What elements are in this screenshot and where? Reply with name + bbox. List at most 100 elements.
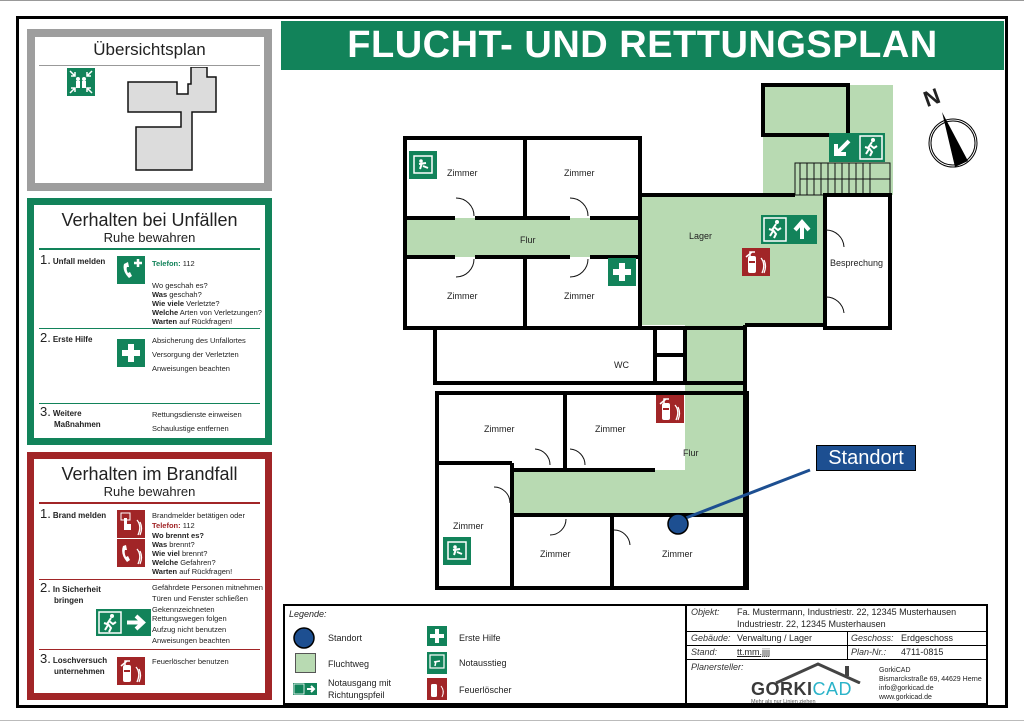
gorkicad-logo: GORKICAD	[751, 680, 852, 699]
question: Was geschah?	[152, 290, 202, 299]
room-label: Zimmer	[595, 424, 626, 434]
company-web: www.gorkicad.de	[879, 694, 932, 701]
question: Was brennt?	[152, 540, 195, 549]
phone-label: Telefon:	[152, 521, 181, 530]
standort-label: Standort	[816, 445, 916, 471]
step-label: Loschversuch	[52, 656, 108, 665]
emergency-exit-icon	[96, 609, 151, 636]
bottom-edge-line	[0, 720, 1024, 721]
date-row: Stand: tt.mm.jjjj Plan-Nr.: 4711-0815	[687, 646, 986, 660]
escape-route-legend-swatch	[295, 653, 316, 673]
accident-step-3: 3.Weitere	[40, 404, 82, 420]
step-label: Brand melden	[52, 511, 107, 520]
instruction: Brandmelder betätigen oder	[152, 511, 245, 520]
question: Wie viel brennt?	[152, 549, 207, 558]
floor-value: Erdgeschoss	[901, 633, 954, 643]
accident-rule-1	[39, 248, 260, 250]
question-text: Verletzte?	[184, 299, 220, 308]
room-label: Zimmer	[662, 549, 693, 559]
question-text: Wo geschah es?	[152, 281, 208, 290]
room-label: WC	[614, 360, 629, 370]
question: Wo geschah es?	[152, 281, 208, 290]
walls	[403, 83, 892, 590]
phone-label: Telefon:	[152, 259, 181, 268]
question-bold: Warten	[152, 317, 178, 326]
legend-item: Standort	[328, 633, 363, 643]
accident-panel: Verhalten bei Unfällen Ruhe bewahren 1.U…	[27, 198, 272, 445]
object-line-1: Fa. Mustermann, Industriestr. 22, 12345 …	[737, 607, 957, 617]
building-outline	[127, 67, 217, 171]
fire-rule-2	[39, 579, 260, 580]
logo-text-light: CAD	[812, 679, 853, 699]
step-label: Unfall melden	[52, 257, 106, 266]
phone-number: 112	[182, 521, 195, 530]
instruction: Aufzug nicht benutzen	[152, 625, 227, 634]
instruction: Gekennzeichneten	[152, 605, 215, 614]
question: Warten auf Rückfragen!	[152, 317, 232, 326]
fire-panel: Verhalten im Brandfall Ruhe bewahren 1.B…	[27, 452, 272, 700]
accident-step-1: 1.Unfall melden	[40, 252, 106, 268]
overview-title: Übersichtsplan	[93, 40, 206, 59]
building-row: Gebäude: Verwaltung / Lager Geschoss: Er…	[687, 632, 986, 660]
room-label: Zimmer	[564, 168, 595, 178]
fire-alarm-icon	[117, 510, 145, 567]
fire-extinguisher-icon	[656, 395, 684, 423]
accident-title: Verhalten bei Unfällen	[61, 210, 238, 230]
question: Wie viele Verletzte?	[152, 299, 220, 308]
top-edge-line	[0, 0, 1024, 1]
step-label: bringen	[54, 596, 84, 605]
fire-step-1: 1.Brand melden	[40, 507, 107, 522]
instruction: Rettungsdienste einweisen	[152, 410, 242, 419]
step-label: Weitere	[52, 409, 82, 418]
room-label: Zimmer	[453, 521, 484, 531]
step-number: 1.	[40, 252, 51, 267]
step-label: In Sicherheit	[52, 585, 101, 594]
fire-rule-1	[39, 502, 260, 504]
question-text: auf Rückfragen!	[177, 567, 233, 576]
assembly-point-icon	[67, 68, 95, 96]
emergency-window-icon	[443, 537, 471, 565]
fire-rule-3	[39, 649, 260, 650]
room-label: Besprechung	[830, 258, 884, 268]
question-text: brennt?	[167, 540, 195, 549]
question-bold: Wie viel	[152, 549, 180, 558]
step-number: 2.	[40, 330, 51, 345]
instruction: Rettungswegen folgen	[152, 614, 227, 623]
gorkicad-house-logo	[775, 662, 861, 684]
room-label: Flur	[683, 448, 699, 458]
standort-pointer	[667, 468, 811, 535]
question-text: brennt?	[179, 549, 208, 558]
instruction: Absicherung des Unfallortes	[152, 336, 246, 345]
building-value: Verwaltung / Lager	[737, 633, 813, 643]
question-text: auf Rückfragen!	[177, 317, 233, 326]
standort-legend-icon	[293, 627, 315, 649]
question-bold: Was	[152, 540, 168, 549]
emergency-window-legend-icon	[427, 652, 447, 674]
exit-arrow-legend-icon	[293, 683, 317, 695]
instruction: Anweisungen beachten	[152, 636, 230, 645]
legend-panel: Legende: Standort Fluchtweg Notausgang m…	[283, 604, 685, 705]
standort-marker	[667, 513, 689, 535]
question: Wo brennt es?	[152, 531, 204, 540]
room-label: Lager	[689, 231, 713, 241]
step-label: Maßnahmen	[54, 420, 101, 429]
fire-extinguisher-icon	[117, 657, 145, 685]
legend-item: Erste Hilfe	[459, 633, 501, 643]
instruction: Gefährdete Personen mitnehmen	[152, 583, 263, 592]
plan-title: FLUCHT- UND RETTUNGSPLAN	[281, 21, 1004, 70]
question-bold: Wie viele	[152, 299, 185, 308]
company-street: Bismarckstraße 69, 44629 Herne	[879, 676, 982, 683]
question-bold: Was	[152, 290, 168, 299]
question-bold: Welche	[152, 558, 179, 567]
fire-subtitle: Ruhe bewahren	[103, 484, 196, 499]
accident-rule-2	[39, 328, 260, 329]
legend-item-line: Richtungspfeil	[328, 690, 385, 700]
step-label: unternehmen	[54, 667, 105, 676]
overview-rule	[39, 65, 260, 66]
object-label: Objekt:	[691, 607, 720, 617]
step-number: 3.	[40, 404, 51, 419]
object-row: Objekt: Fa. Mustermann, Industriestr. 22…	[687, 606, 986, 632]
date-value: tt.mm.jjjj	[737, 647, 770, 657]
fire-extinguisher-legend-icon	[427, 678, 447, 700]
info-divider	[847, 632, 848, 660]
